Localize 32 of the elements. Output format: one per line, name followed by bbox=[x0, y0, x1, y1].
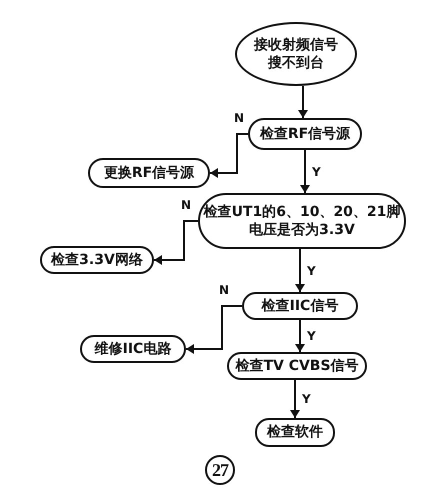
node-text: 维修IIC电路 bbox=[94, 340, 172, 358]
node-text: 检查3.3V网络 bbox=[51, 250, 143, 270]
edge-label: Y bbox=[311, 166, 322, 178]
edge-label: Y bbox=[301, 393, 312, 405]
end-box bbox=[255, 418, 335, 447]
edge-label: N bbox=[233, 112, 246, 124]
decision-box bbox=[227, 352, 367, 380]
node-text: 检查RF信号源 bbox=[260, 124, 350, 144]
process-box bbox=[80, 335, 186, 363]
arrow bbox=[290, 380, 300, 418]
arrow bbox=[186, 305, 242, 354]
node-text: 检查TV CVBS信号 bbox=[235, 356, 359, 376]
edge-label: N bbox=[180, 199, 192, 211]
process-box bbox=[40, 246, 154, 274]
edge-label: N bbox=[218, 284, 230, 296]
node-text: 检查UT1的6、10、20、21脚电压是否为3.3V bbox=[202, 202, 402, 240]
decision-box bbox=[242, 292, 358, 320]
arrow bbox=[298, 86, 308, 118]
node-text: 更换RF信号源 bbox=[104, 164, 194, 182]
arrow bbox=[295, 320, 305, 352]
edge-label: Y bbox=[306, 264, 317, 276]
arrow bbox=[295, 249, 305, 292]
arrow bbox=[210, 133, 248, 178]
edge-label: Y bbox=[306, 330, 317, 342]
arrow bbox=[300, 150, 310, 193]
node-text: 接收射频信号搜不到台 bbox=[253, 36, 339, 72]
arrow bbox=[154, 220, 198, 265]
node-text: 检查软件 bbox=[267, 423, 323, 442]
circled-figure-number: 27 bbox=[205, 455, 235, 485]
process-box bbox=[88, 158, 210, 188]
process-box bbox=[248, 118, 362, 150]
node-text: 检查IIC信号 bbox=[262, 296, 338, 316]
